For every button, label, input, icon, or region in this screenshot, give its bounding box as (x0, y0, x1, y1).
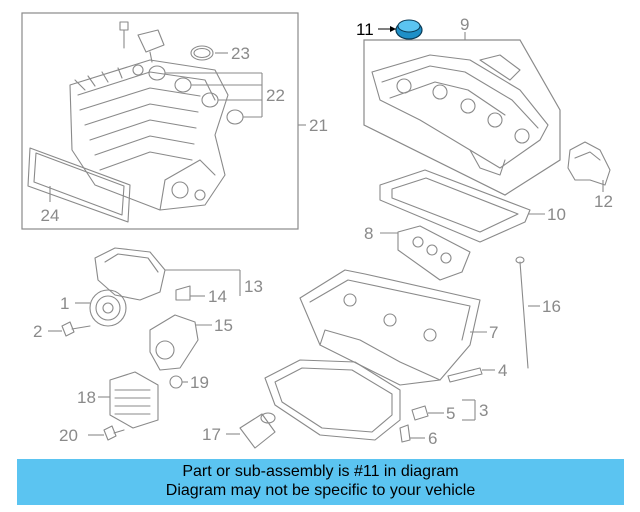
callout-5: 5 (446, 404, 455, 423)
oil-filler-cap (378, 19, 423, 40)
pulley (75, 289, 127, 327)
callout-22: 22 (266, 86, 285, 105)
leaders-21-24 (49, 52, 263, 202)
callout-19: 19 (190, 373, 209, 392)
bolt-2 (48, 321, 91, 337)
filter-housing (94, 247, 241, 301)
intake-manifold-group (21, 12, 306, 230)
parts-diagram: 24 23 22 21 11 9 12 10 8 13 14 1 16 15 2… (21, 12, 613, 449)
valve-cover-gasket (379, 169, 545, 243)
callout-2: 2 (33, 322, 42, 341)
callout-16: 16 (542, 297, 561, 316)
intake-gasket (380, 225, 471, 281)
callout-15: 15 (214, 316, 233, 335)
housing-15 (149, 314, 212, 371)
oil-filter (226, 412, 276, 449)
small-parts-3-group (399, 367, 495, 443)
callout-6: 6 (428, 429, 437, 448)
callout-3: 3 (479, 401, 488, 420)
timing-cover (567, 141, 611, 192)
lower-oil-pan (264, 359, 401, 441)
callout-8: 8 (364, 224, 373, 243)
diagram-caption: Part or sub-assembly is #11 in diagram D… (17, 459, 624, 505)
valve-cover-group (363, 32, 561, 196)
callout-9: 9 (460, 15, 469, 34)
callout-7: 7 (489, 323, 498, 342)
callout-20: 20 (59, 426, 78, 445)
callout-12: 12 (594, 192, 613, 211)
bolt-20 (88, 425, 125, 441)
callout-11: 11 (356, 20, 374, 39)
dipstick (515, 256, 540, 369)
callout-17: 17 (202, 425, 221, 444)
callout-24: 24 (41, 206, 60, 225)
oil-cooler (98, 371, 159, 429)
caption-line-1: Part or sub-assembly is #11 in diagram (182, 463, 459, 480)
upper-oil-pan (299, 269, 487, 386)
o-ring-19 (169, 375, 188, 389)
caption-line-2: Diagram may not be specific to your vehi… (165, 482, 476, 499)
callout-1: 1 (60, 294, 69, 313)
callout-14: 14 (208, 287, 227, 306)
callout-10: 10 (547, 205, 566, 224)
callout-21: 21 (309, 116, 328, 135)
callout-13: 13 (244, 277, 263, 296)
callout-4: 4 (498, 361, 507, 380)
callout-23: 23 (231, 44, 250, 63)
callout-18: 18 (77, 388, 96, 407)
